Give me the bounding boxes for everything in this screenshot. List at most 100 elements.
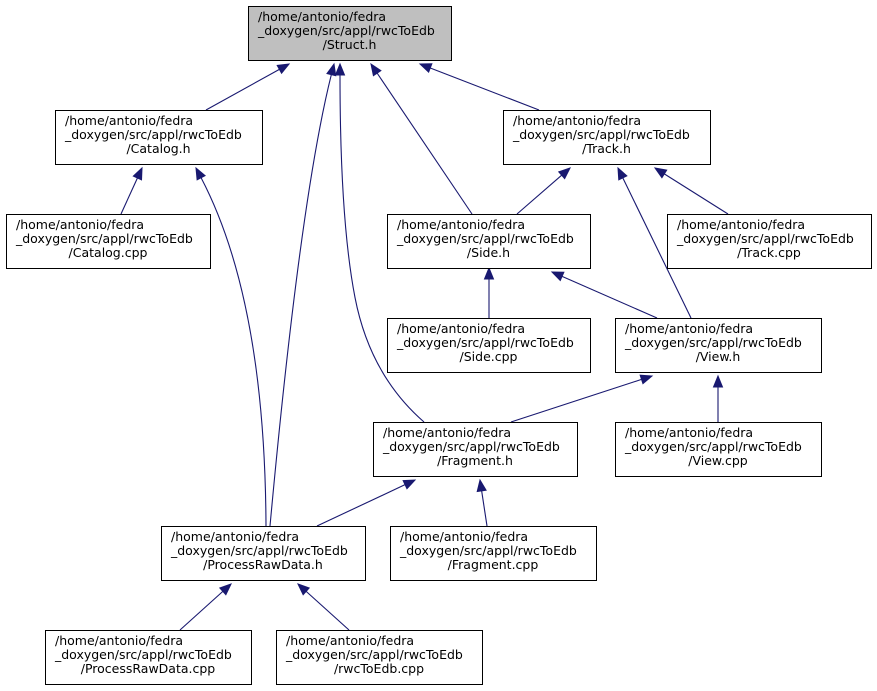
arrowhead	[326, 62, 337, 77]
arrowhead	[712, 374, 724, 388]
arrowhead	[557, 167, 571, 180]
edge-catalog_cpp-to-catalog_h	[120, 166, 143, 215]
edge-line	[510, 378, 642, 423]
node-label-line: /Track.h	[582, 141, 631, 156]
arrowhead	[218, 583, 232, 596]
arrowhead	[483, 266, 495, 280]
arrowhead	[297, 583, 311, 596]
arrowhead	[476, 478, 487, 493]
edge-fragment_cpp-to-fragment_h	[476, 478, 488, 527]
edge-side_h-to-track_h	[516, 167, 571, 215]
edge-line	[622, 177, 692, 319]
node-label-line: /Struct.h	[323, 37, 377, 52]
node-box	[55, 110, 263, 165]
node-side-cpp[interactable]: /home/antonio/fedra_doxygen/src/appl/rwc…	[387, 318, 591, 373]
arrowhead	[276, 63, 291, 75]
node-label-line: /Fragment.cpp	[448, 557, 539, 572]
arrowhead	[639, 374, 654, 385]
node-label-line: _doxygen/src/appl/rwcToEdb	[624, 439, 802, 454]
node-box	[667, 214, 872, 269]
node-label-line: /home/antonio/fedra	[513, 113, 641, 128]
edge-processrawdata_cpp-to-processrawdata_h	[179, 583, 232, 631]
edge-view_cpp-to-view_h	[712, 374, 724, 422]
edge-catalog_h-to-struct_h	[205, 63, 291, 111]
node-label-line: _doxygen/src/appl/rwcToEdb	[399, 543, 577, 558]
node-fragment-cpp[interactable]: /home/antonio/fedra_doxygen/src/appl/rwc…	[390, 526, 597, 581]
node-side-h[interactable]: /home/antonio/fedra_doxygen/src/appl/rwc…	[387, 214, 591, 269]
node-label-line: _doxygen/src/appl/rwcToEdb	[54, 647, 232, 662]
node-box	[387, 318, 591, 373]
node-view-h[interactable]: /home/antonio/fedra_doxygen/src/appl/rwc…	[615, 318, 822, 373]
arrowhead	[195, 166, 206, 181]
node-label-line: /home/antonio/fedra	[286, 633, 414, 648]
node-label-line: /rwcToEdb.cpp	[334, 661, 424, 676]
node-label-line: /home/antonio/fedra	[383, 425, 511, 440]
node-label-line: /home/antonio/fedra	[625, 425, 753, 440]
edge-line	[516, 174, 563, 215]
node-struct-h: /home/antonio/fedra_doxygen/src/appl/rwc…	[248, 6, 452, 61]
dependency-edges	[120, 62, 729, 631]
node-label-line: /home/antonio/fedra	[65, 113, 193, 128]
node-track-h[interactable]: /home/antonio/fedra_doxygen/src/appl/rwc…	[503, 110, 711, 165]
node-processrawdata-cpp[interactable]: /home/antonio/fedra_doxygen/src/appl/rwc…	[45, 630, 252, 685]
edge-line	[205, 68, 280, 111]
node-box	[387, 214, 591, 269]
node-box	[248, 6, 452, 61]
edge-line	[269, 74, 332, 527]
node-label-line: _doxygen/src/appl/rwcToEdb	[624, 335, 802, 350]
edge-line	[376, 72, 473, 215]
node-view-cpp[interactable]: /home/antonio/fedra_doxygen/src/appl/rwc…	[615, 422, 822, 477]
node-box	[503, 110, 711, 165]
node-label-line: /View.cpp	[688, 453, 748, 468]
node-box	[276, 630, 483, 685]
edge-rwctoedb_cpp-to-processrawdata_h	[297, 583, 350, 631]
node-label-line: /home/antonio/fedra	[400, 529, 528, 544]
node-box	[373, 422, 578, 477]
node-label-line: _doxygen/src/appl/rwcToEdb	[170, 543, 348, 558]
node-label-line: /home/antonio/fedra	[55, 633, 183, 648]
node-label-line: /Catalog.h	[126, 141, 190, 156]
node-label-line: /home/antonio/fedra	[258, 9, 386, 24]
edge-side_cpp-to-side_h	[483, 266, 495, 318]
node-box	[390, 526, 597, 581]
node-label-line: /Track.cpp	[737, 245, 801, 260]
node-processrawdata-h[interactable]: /home/antonio/fedra_doxygen/src/appl/rwc…	[161, 526, 366, 581]
node-catalog-h[interactable]: /home/antonio/fedra_doxygen/src/appl/rwc…	[55, 110, 263, 165]
node-label-line: _doxygen/src/appl/rwcToEdb	[396, 335, 574, 350]
node-label-line: /home/antonio/fedra	[171, 529, 299, 544]
edge-processrawdata_h-to-catalog_h	[195, 166, 267, 527]
edge-side_h-to-struct_h	[370, 62, 473, 215]
arrowhead	[334, 62, 346, 76]
node-label-line: /Side.h	[467, 245, 510, 260]
edge-line	[561, 275, 658, 319]
node-box	[615, 318, 822, 373]
node-label-line: _doxygen/src/appl/rwcToEdb	[512, 127, 690, 142]
node-track-cpp[interactable]: /home/antonio/fedra_doxygen/src/appl/rwc…	[667, 214, 872, 269]
edge-line	[179, 590, 224, 631]
arrowhead	[132, 166, 143, 181]
edge-fragment_h-to-view_h	[510, 374, 654, 423]
node-label-line: _doxygen/src/appl/rwcToEdb	[64, 127, 242, 142]
node-label-line: /View.h	[696, 349, 741, 364]
edge-line	[120, 177, 138, 215]
node-label-line: /Catalog.cpp	[69, 245, 148, 260]
node-fragment-h[interactable]: /home/antonio/fedra_doxygen/src/appl/rwc…	[373, 422, 578, 477]
node-label-line: /Fragment.h	[437, 453, 513, 468]
arrowhead	[617, 166, 628, 181]
edge-view_h-to-track_h	[617, 166, 692, 319]
node-label-line: /home/antonio/fedra	[397, 217, 525, 232]
node-rwctoedb-cpp[interactable]: /home/antonio/fedra_doxygen/src/appl/rwc…	[276, 630, 483, 685]
edge-processrawdata_h-to-struct_h	[269, 62, 337, 527]
node-box	[615, 422, 822, 477]
edge-line	[305, 590, 350, 631]
node-box	[6, 214, 211, 269]
node-label-line: /ProcessRawData.cpp	[81, 661, 216, 676]
node-label-line: /home/antonio/fedra	[16, 217, 144, 232]
node-label-line: /ProcessRawData.h	[203, 557, 323, 572]
edge-line	[200, 177, 267, 527]
node-catalog-cpp[interactable]: /home/antonio/fedra_doxygen/src/appl/rwc…	[6, 214, 211, 269]
node-box	[161, 526, 366, 581]
edge-line	[664, 173, 729, 215]
arrowhead	[402, 479, 417, 490]
